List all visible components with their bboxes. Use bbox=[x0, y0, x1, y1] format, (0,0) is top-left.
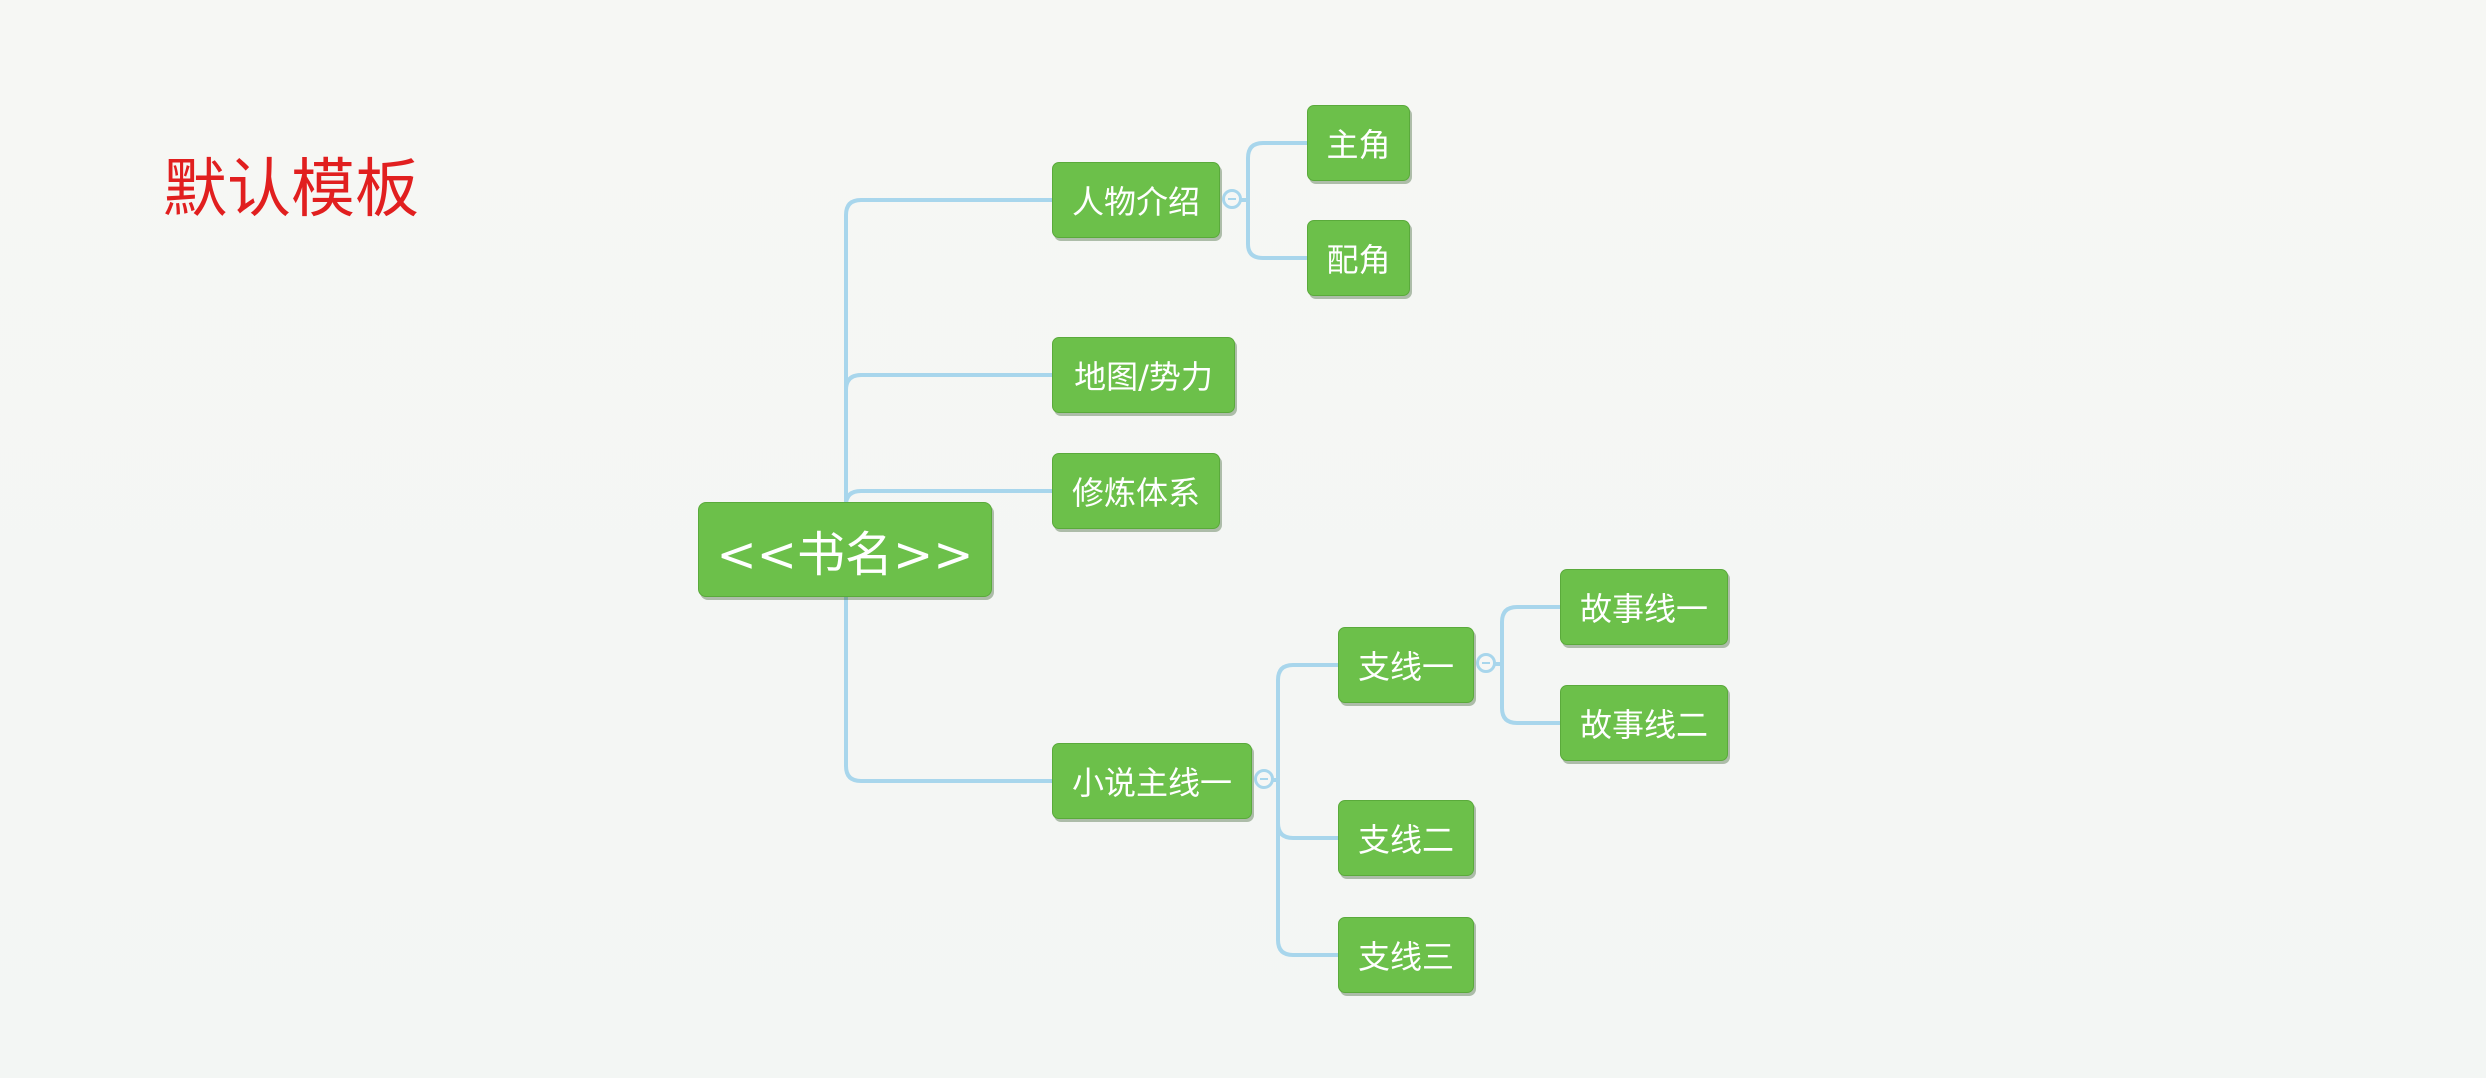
connector-mainplot-sub1 bbox=[1262, 663, 1340, 782]
node-supporting-role[interactable]: 配角 bbox=[1307, 220, 1410, 296]
node-subplot-3[interactable]: 支线三 bbox=[1338, 917, 1474, 993]
template-title: 默认模板 bbox=[163, 153, 419, 227]
node-subplot-2[interactable]: 支线二 bbox=[1338, 800, 1474, 876]
node-storyline-1[interactable]: 故事线一 bbox=[1560, 569, 1728, 645]
node-storyline-2[interactable]: 故事线二 bbox=[1560, 685, 1728, 761]
connector-mainplot-sub3 bbox=[1276, 821, 1340, 957]
collapse-main-plot-toggle[interactable] bbox=[1254, 769, 1274, 789]
connector-mainplot-sub2 bbox=[1276, 778, 1340, 840]
connector-characters-supporting bbox=[1246, 198, 1309, 260]
connector-sub1-story2 bbox=[1500, 662, 1562, 725]
branch-characters[interactable]: 人物介绍 bbox=[1052, 162, 1220, 238]
node-subplot-1[interactable]: 支线一 bbox=[1338, 627, 1474, 703]
root-node[interactable]: <<书名>> bbox=[698, 502, 992, 597]
collapse-subplot-1-toggle[interactable] bbox=[1476, 653, 1496, 673]
connector-root-characters bbox=[844, 198, 1054, 504]
connector-root-mainplot bbox=[844, 595, 1054, 783]
node-protagonist[interactable]: 主角 bbox=[1307, 105, 1410, 181]
connector-sub1-story1 bbox=[1484, 605, 1562, 666]
collapse-characters-toggle[interactable] bbox=[1222, 189, 1242, 209]
branch-map-factions[interactable]: 地图/势力 bbox=[1052, 337, 1235, 413]
connector-characters-protagonist bbox=[1230, 141, 1309, 202]
connector-root-map bbox=[844, 373, 1054, 392]
branch-main-plot[interactable]: 小说主线一 bbox=[1052, 743, 1252, 819]
branch-cultivation-system[interactable]: 修炼体系 bbox=[1052, 453, 1220, 529]
